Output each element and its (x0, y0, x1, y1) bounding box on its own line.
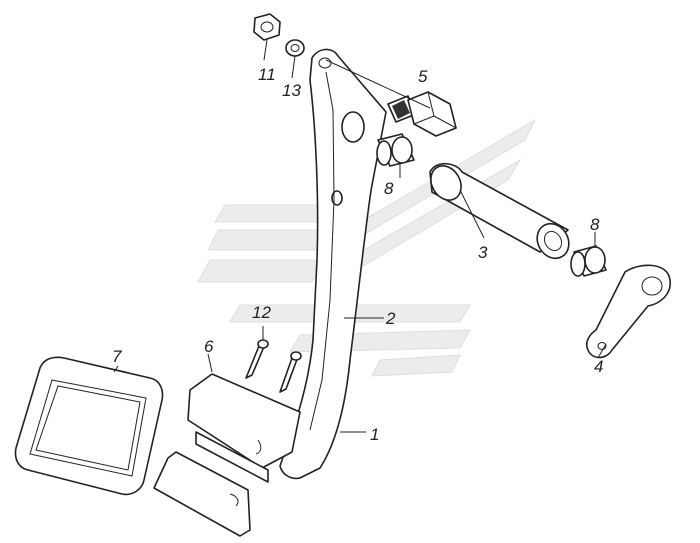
pedal-plate-part-6 (187, 373, 301, 483)
callout-12: 12 (252, 303, 271, 322)
callout-8-upper: 8 (384, 179, 394, 198)
callout-11: 11 (258, 65, 276, 84)
callout-1: 1 (370, 425, 379, 444)
callout-labels: 11 13 5 8 3 8 4 2 1 12 6 7 (112, 65, 603, 444)
lever-link-part-4 (585, 264, 671, 359)
nut-part-11 (253, 13, 281, 41)
callout-7: 7 (112, 347, 122, 366)
callout-13: 13 (282, 81, 301, 100)
shaft-part-3 (429, 162, 570, 260)
pin-part-12 (245, 339, 302, 393)
washer-part-13 (285, 39, 305, 57)
callout-3: 3 (478, 243, 488, 262)
callout-5: 5 (418, 67, 428, 86)
callout-4: 4 (594, 357, 603, 376)
pedal-lower-plate (153, 451, 251, 537)
rubber-pad-part-7 (14, 356, 164, 496)
bushing-part-8-lower (570, 245, 607, 277)
callout-6: 6 (204, 337, 214, 356)
leader-lines (113, 39, 607, 433)
callout-2: 2 (385, 309, 396, 328)
bolt-part-5 (387, 91, 457, 137)
pedal-lever-part-2 (279, 48, 387, 480)
bushing-part-8-upper (376, 133, 415, 167)
callout-8-lower: 8 (590, 215, 600, 234)
